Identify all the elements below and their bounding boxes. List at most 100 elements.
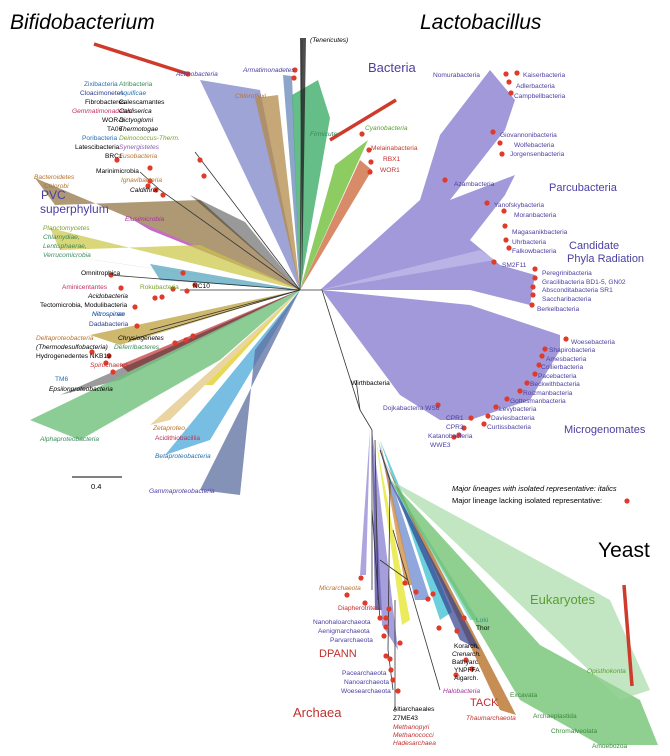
lineage-dot (530, 284, 536, 290)
clade-planctomycetes (50, 228, 300, 290)
taxon-label: NC10 (193, 283, 210, 290)
lineage-dot (539, 353, 545, 359)
taxon-label: Alphaproteobacteria (39, 436, 99, 443)
lineage-dot (197, 157, 203, 163)
lineage-dot (463, 657, 469, 663)
taxon-label: CPR1 (446, 415, 464, 422)
clade-armatimonadetes (283, 75, 300, 290)
taxon-label: Adlerbacteria (516, 83, 555, 90)
taxon-label: Chloroflexi (235, 93, 267, 100)
lineage-dot (517, 388, 523, 394)
lineage-dot (468, 415, 474, 421)
taxon-label: Caldiserica (119, 108, 152, 115)
legend: Major lineages with isolated representat… (72, 476, 617, 505)
tree-branches (109, 39, 441, 712)
taxon-label: Woesebacteria (571, 339, 615, 346)
lineage-dot (484, 200, 490, 206)
lineage-dot (147, 165, 153, 171)
lineage-dot (134, 323, 140, 329)
unisolated-lineage-markers (89, 67, 630, 694)
taxon-label: Methanopyri (393, 724, 430, 731)
taxon-label: Gracilibacteria BD1-5, GN02 (542, 279, 626, 286)
taxon-label: Levybacteria (499, 406, 537, 413)
taxon-label: Lentisphaerae, (43, 243, 87, 250)
heading-yeast: Yeast (598, 539, 650, 562)
group-pvc-line2: superphylum (40, 202, 109, 216)
lineage-dot (359, 131, 365, 137)
taxon-label: Elusimicrobia (125, 216, 165, 223)
clade-chloroflexi (255, 95, 300, 290)
lineage-dot (358, 575, 364, 581)
lineage-dot (532, 371, 538, 377)
legend-line-italics: Major lineages with isolated representat… (452, 484, 617, 493)
domain-eukaryotes: Eukaryotes (530, 592, 596, 607)
lineage-dot (490, 129, 496, 135)
lineage-dot (508, 90, 514, 96)
taxon-label: Moranbacteria (514, 212, 556, 219)
lineage-dot (383, 653, 389, 659)
lineage-dot (454, 628, 460, 634)
lineage-dot (386, 606, 392, 612)
taxon-label: Ignavibacteria (121, 177, 162, 184)
group-dpann: DPANN (319, 648, 357, 660)
lineage-dot (192, 282, 198, 288)
lineage-dot (132, 304, 138, 310)
lineage-dot (529, 302, 535, 308)
lineage-dot (170, 286, 176, 292)
lineage-dot (563, 336, 569, 342)
lineage-dot (172, 340, 178, 346)
taxon-label: Methanococci (393, 732, 434, 739)
lineage-dot (430, 591, 436, 597)
taxon-label: (Thermodesulfobacteria) (36, 344, 108, 351)
highlight-lines (93, 42, 634, 687)
taxon-label: Acidobacteria (87, 293, 128, 300)
taxon-label: Melainabacteria (371, 145, 418, 152)
lineage-dot (383, 624, 389, 630)
taxon-label: SM2F11 (502, 262, 527, 269)
clade-omnitrophica (150, 264, 300, 290)
taxon-label: Deferribacteres (114, 344, 160, 351)
clade-micrarchaeota (360, 430, 370, 575)
taxon-label: Chlamydiae, (43, 234, 80, 241)
taxon-label: Daviesbacteria (491, 415, 535, 422)
lineage-dot (493, 404, 499, 410)
taxon-label: Pacearchaeota (342, 670, 387, 677)
lineage-dot (481, 421, 487, 427)
lineage-dot (160, 192, 166, 198)
taxon-label: Spirochaetes (90, 362, 129, 369)
lineage-dot (381, 633, 387, 639)
lineage-dot (456, 432, 462, 438)
taxon-label: Zixibacteria (84, 81, 118, 88)
clade-yellow (205, 290, 300, 385)
taxon-label: Kaiserbacteria (523, 72, 565, 79)
scale-bar-label: 0.4 (91, 482, 101, 491)
taxon-label: Zetaproteo. (152, 425, 187, 432)
lineage-dot (366, 147, 372, 153)
lineage-dot (152, 295, 158, 301)
lineage-dot (147, 178, 153, 184)
taxon-label: Korarch. (454, 643, 479, 650)
lineage-dot (542, 346, 548, 352)
taxon-label: Parvarchaeota (330, 637, 373, 644)
taxon-label: (Tenericutes) (310, 37, 348, 44)
clade-eukaryotes (390, 480, 658, 745)
lineage-dot (344, 592, 350, 598)
taxon-label: Campbellbacteria (514, 93, 566, 100)
taxon-label: WOR-3 (102, 117, 124, 124)
taxon-label: Amesbacteria (546, 356, 587, 363)
lineage-dot (506, 79, 512, 85)
lineage-dot (499, 151, 505, 157)
lineage-dot (291, 75, 297, 81)
taxon-label: Calescamantes (119, 99, 165, 106)
group-tack: TACK (470, 697, 499, 709)
lineage-dot (485, 413, 491, 419)
heading-bifidobacterium: Bifidobacterium (10, 11, 155, 34)
taxon-label: Chlorobi (44, 183, 69, 190)
lineage-dot (402, 580, 408, 586)
taxon-label: Curtissbacteria (487, 424, 531, 431)
lineage-dot (183, 337, 189, 343)
taxon-label: Fibrobacteres (85, 99, 126, 106)
clade-dpann (372, 430, 398, 650)
taxon-label: Chrysiogenetes (118, 335, 165, 342)
taxon-label: Azambacteria (454, 181, 495, 188)
